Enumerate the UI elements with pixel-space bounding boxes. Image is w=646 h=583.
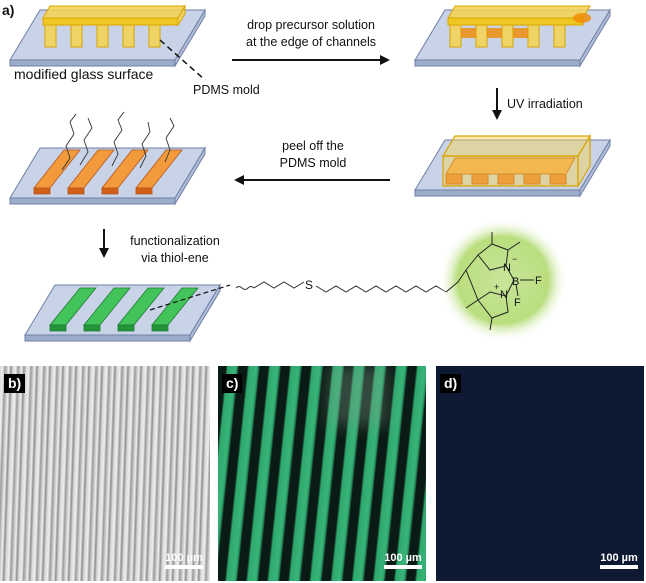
bodipy-core <box>445 232 534 331</box>
step1-label-line1: drop precursor solution <box>247 18 375 32</box>
functionalized-bars <box>49 287 199 332</box>
fluorine-atom-2: F <box>514 297 521 309</box>
step4-label-line1: functionalization <box>130 234 220 248</box>
cured-polymer-in-mold <box>445 157 576 185</box>
charge-plus: + <box>494 282 499 292</box>
thioether-chain <box>235 281 447 293</box>
alkene-chains <box>61 111 175 171</box>
mold-pointer-line <box>159 39 206 81</box>
fluorescence-glow <box>438 218 568 342</box>
nitrogen-lower: N <box>500 289 508 301</box>
scalebar-b-text: 100 µm <box>165 552 203 564</box>
pdms-mold-2 <box>447 5 591 48</box>
nitrogen-upper: N <box>503 262 511 274</box>
micrograph-d: d) 100 µm <box>436 366 644 581</box>
boron-atom: B <box>512 276 519 288</box>
scalebar-d: 100 µm <box>600 552 638 569</box>
fluorine-atom-1: F <box>535 275 542 287</box>
panel-label-a: a) <box>2 2 15 18</box>
scalebar-c-text: 100 µm <box>384 552 422 564</box>
surface-label: modified glass surface <box>14 66 154 82</box>
pdms-mold-3 <box>441 133 592 189</box>
debris-spot <box>328 366 388 426</box>
scalebar-b: 100 µm <box>165 552 203 569</box>
scalebar-d-bar <box>600 565 638 569</box>
micrograph-b: b) 100 µm <box>0 366 210 581</box>
charge-minus: − <box>512 254 517 264</box>
scalebar-c-bar <box>384 565 422 569</box>
zoom-link-line <box>149 284 231 311</box>
scalebar-b-bar <box>165 565 203 569</box>
pdms-mold-1 <box>42 4 186 48</box>
step1-label-line2: at the edge of channels <box>246 35 376 49</box>
panel-label-d: d) <box>440 374 462 393</box>
step4-label-line2: via thiol-ene <box>141 251 209 265</box>
scalebar-d-text: 100 µm <box>600 552 638 564</box>
fabrication-scheme: S N N B F F + − <box>9 4 611 343</box>
mold-label: PDMS mold <box>193 83 260 97</box>
step3-label-line1: peel off the <box>282 139 344 153</box>
panel-label-b: b) <box>4 374 26 393</box>
sulfur-atom: S <box>305 278 313 292</box>
micrograph-c: c) 100 µm <box>218 366 426 581</box>
step3-label-line2: PDMS mold <box>279 156 347 170</box>
panel-label-c: c) <box>222 374 243 393</box>
step2-label: UV irradiation <box>507 97 583 111</box>
precursor-filling <box>461 13 591 38</box>
scalebar-c: 100 µm <box>384 552 422 569</box>
polymer-bars <box>33 149 183 195</box>
